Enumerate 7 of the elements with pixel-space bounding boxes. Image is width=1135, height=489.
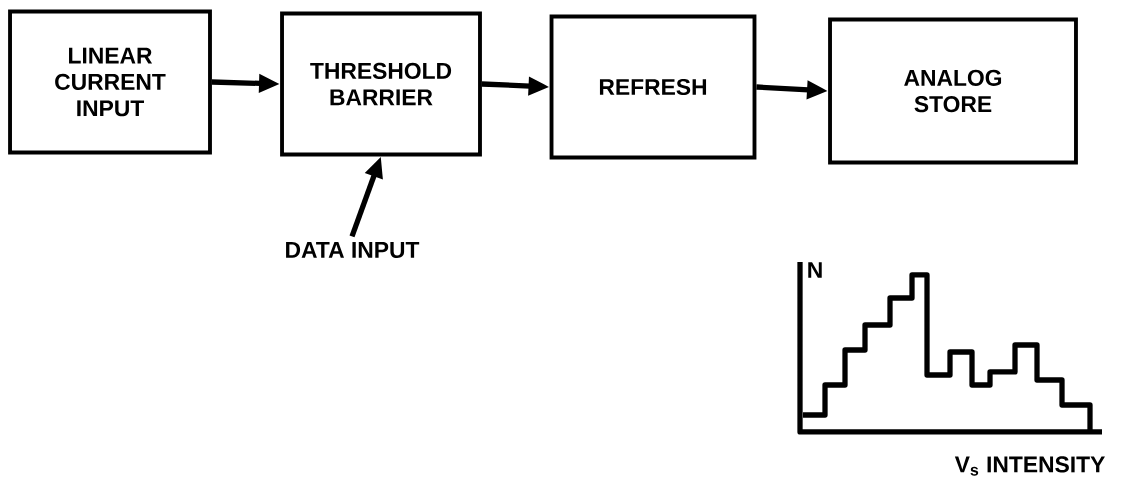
- process-box: THRESHOLD BARRIER: [280, 11, 482, 157]
- process-box: LINEAR CURRENT INPUT: [8, 9, 212, 155]
- process-box: REFRESH: [549, 14, 757, 160]
- input-label: DATA INPUT: [286, 242, 420, 258]
- axis-label: N: [808, 262, 822, 278]
- axis-label: V$_{s}$ INTENSITY: [954, 456, 1105, 476]
- process-box: ANALOG STORE: [828, 17, 1078, 165]
